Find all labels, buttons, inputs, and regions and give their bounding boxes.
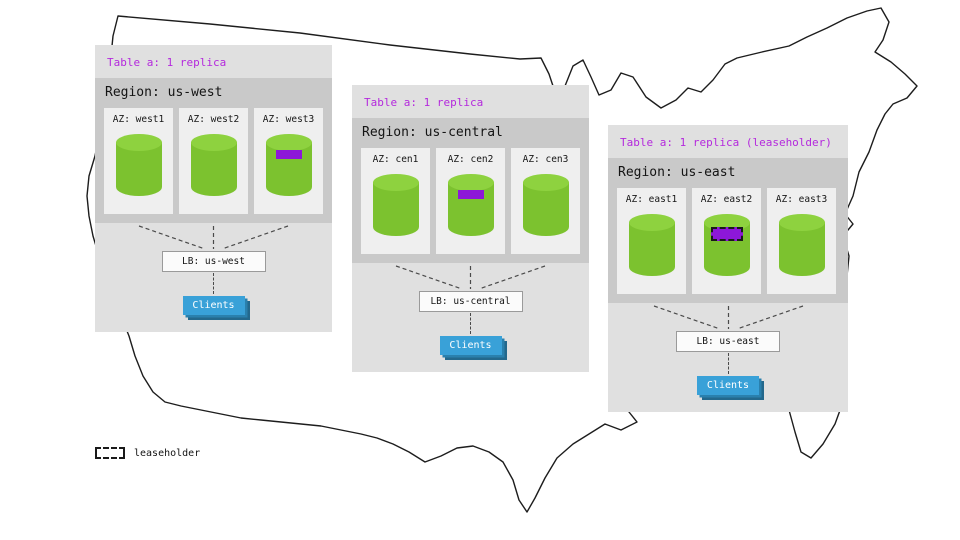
table-replica-title: Table a: 1 replica bbox=[107, 56, 227, 69]
az-label: AZ: cen1 bbox=[372, 154, 419, 165]
az-box-cen3: AZ: cen3 bbox=[511, 148, 580, 254]
leaseholder-bar bbox=[710, 227, 743, 241]
region-label: Region: us-west bbox=[105, 85, 223, 100]
region-box: Region: us-east AZ: east1 AZ: east2 AZ: … bbox=[608, 158, 848, 303]
lb-connector-lines bbox=[653, 305, 803, 330]
database-cylinder bbox=[190, 134, 237, 196]
clients-box: Clients bbox=[182, 296, 245, 315]
region-panel-us-east: Table a: 1 replica (leaseholder) Region:… bbox=[608, 125, 848, 412]
az-label: AZ: west3 bbox=[262, 114, 315, 125]
az-box-east1: AZ: east1 bbox=[617, 188, 686, 294]
az-box-west1: AZ: west1 bbox=[104, 108, 173, 214]
database-cylinder bbox=[628, 214, 675, 276]
load-balancer-box: LB: us-west bbox=[161, 251, 266, 272]
region-label: Region: us-east bbox=[618, 165, 736, 180]
clients-box: Clients bbox=[697, 376, 759, 395]
az-box-east3: AZ: east3 bbox=[767, 188, 836, 294]
table-replica-title: Table a: 1 replica (leaseholder) bbox=[620, 136, 832, 149]
az-label: AZ: cen2 bbox=[447, 154, 494, 165]
load-balancer-box: LB: us-central bbox=[418, 291, 523, 312]
az-label: AZ: west1 bbox=[112, 114, 165, 125]
database-cylinder bbox=[522, 174, 569, 236]
database-cylinder bbox=[265, 134, 312, 196]
az-row: AZ: cen1 AZ: cen2 AZ: cen3 bbox=[361, 148, 580, 254]
az-box-west2: AZ: west2 bbox=[179, 108, 248, 214]
lb-connector-lines bbox=[138, 225, 289, 250]
az-box-cen2: AZ: cen2 bbox=[436, 148, 505, 254]
database-cylinder bbox=[115, 134, 162, 196]
replica-bar bbox=[275, 150, 302, 159]
database-cylinder bbox=[778, 214, 825, 276]
region-panel-us-west: Table a: 1 replica Region: us-west AZ: w… bbox=[95, 45, 332, 332]
region-panel-us-central: Table a: 1 replica Region: us-central AZ… bbox=[352, 85, 589, 372]
load-balancer-box: LB: us-east bbox=[676, 331, 780, 352]
replica-bar bbox=[457, 190, 484, 199]
legend-label: leaseholder bbox=[134, 447, 201, 459]
clients-box: Clients bbox=[439, 336, 502, 355]
legend: leaseholder bbox=[95, 447, 200, 459]
az-row: AZ: east1 AZ: east2 AZ: east3 bbox=[617, 188, 839, 294]
region-box: Region: us-west AZ: west1 AZ: west2 AZ: … bbox=[95, 78, 332, 223]
leaseholder-swatch-icon bbox=[95, 447, 125, 459]
az-box-cen1: AZ: cen1 bbox=[361, 148, 430, 254]
clients-connector-line bbox=[213, 273, 214, 294]
az-box-east2: AZ: east2 bbox=[692, 188, 761, 294]
table-replica-title: Table a: 1 replica bbox=[364, 96, 484, 109]
region-box: Region: us-central AZ: cen1 AZ: cen2 AZ:… bbox=[352, 118, 589, 263]
az-box-west3: AZ: west3 bbox=[254, 108, 323, 214]
region-label: Region: us-central bbox=[362, 125, 503, 140]
az-label: AZ: west2 bbox=[187, 114, 240, 125]
database-cylinder bbox=[372, 174, 419, 236]
clients-connector-line bbox=[470, 313, 471, 334]
database-cylinder bbox=[447, 174, 494, 236]
clients-connector-line bbox=[727, 353, 729, 374]
database-cylinder bbox=[703, 214, 750, 276]
az-label: AZ: east1 bbox=[625, 194, 678, 205]
az-label: AZ: east2 bbox=[700, 194, 753, 205]
lb-connector-lines bbox=[395, 265, 546, 290]
az-label: AZ: cen3 bbox=[522, 154, 569, 165]
az-label: AZ: east3 bbox=[775, 194, 828, 205]
az-row: AZ: west1 AZ: west2 AZ: west3 bbox=[104, 108, 323, 214]
